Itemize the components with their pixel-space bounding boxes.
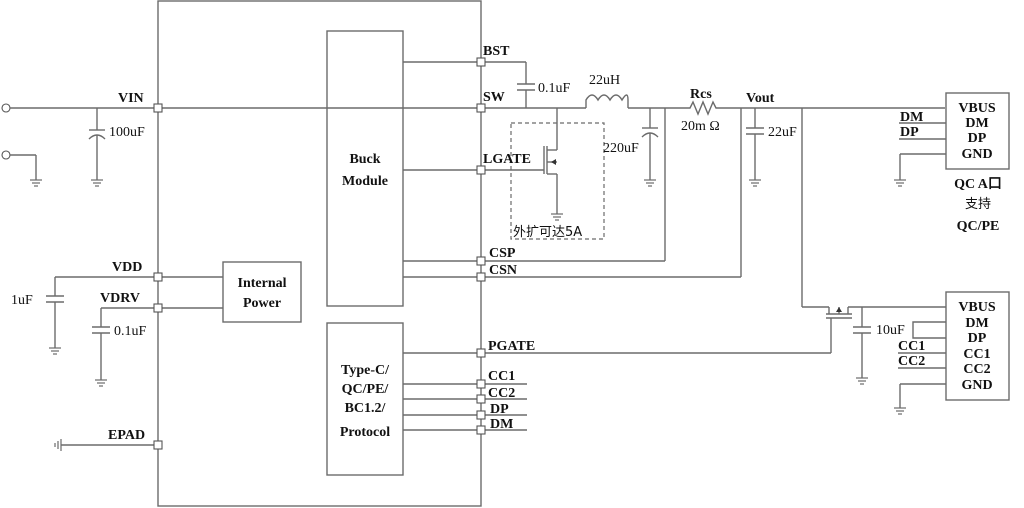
pin-sw (476, 103, 486, 113)
external-mosfet-note: 外扩可达5A (513, 225, 582, 240)
pin-epad (153, 440, 163, 450)
mosfet-arrow-icon (551, 159, 556, 165)
pin-vdrv-label: VDRV (100, 291, 140, 306)
pin-lgate (476, 165, 486, 175)
pmos-arrow-icon (836, 307, 842, 312)
rcs-value: 20m Ω (681, 119, 720, 134)
usb-c-wire-cc2: CC2 (898, 354, 925, 369)
pin-vdrv (153, 303, 163, 313)
inductor-icon (585, 94, 629, 108)
pin-dm-label: DM (490, 417, 513, 432)
usb-c-pin-cc2: CC2 (963, 362, 990, 377)
c-typec-value: 10uF (876, 323, 905, 338)
ground-icon (749, 179, 761, 187)
usb-a-caption-1: QC A口 (954, 177, 1002, 192)
ground-icon (54, 439, 62, 451)
usb-a-wire-dm: DM (900, 110, 923, 125)
pin-dp-label: DP (490, 402, 509, 417)
internal-power-block (222, 261, 302, 323)
pin-pgate (476, 348, 486, 358)
rcs-name: Rcs (690, 87, 712, 102)
external-mosfet-area (510, 122, 605, 240)
usb-a-caption-2: 支持 (965, 197, 991, 212)
pin-cc2 (476, 394, 486, 404)
ground-icon (91, 179, 103, 187)
usb-c-pin-cc1: CC1 (963, 347, 990, 362)
pin-vin-label: VIN (118, 91, 144, 106)
c-bst-value: 0.1uF (538, 81, 571, 96)
inductor-value: 22uH (589, 73, 620, 88)
usb-c-pin-gnd: GND (961, 378, 992, 393)
gnd-terminal (1, 150, 11, 160)
usb-a-connector (945, 92, 1010, 170)
ground-icon (30, 179, 42, 187)
ground-icon (894, 179, 906, 187)
pin-cc2-label: CC2 (488, 386, 515, 401)
pin-csn (476, 272, 486, 282)
protocol-block (326, 322, 404, 476)
c-vdrv-value: 0.1uF (114, 324, 147, 339)
ground-icon (894, 407, 906, 415)
pin-sw-label: SW (483, 90, 505, 105)
vout-label: Vout (746, 91, 775, 106)
buck-module-label-1: Buck (349, 152, 380, 167)
pin-csn-label: CSN (489, 263, 517, 278)
pin-cc1 (476, 379, 486, 389)
pin-vdd-label: VDD (112, 260, 142, 275)
pin-csp-label: CSP (489, 246, 516, 261)
c-out1-value: 220uF (603, 141, 639, 156)
usb-a-caption-3: QC/PE (957, 219, 1000, 234)
usb-a-wire-dp: DP (900, 125, 919, 140)
c-vin-value: 100uF (109, 125, 145, 140)
pin-bst (476, 57, 486, 67)
usb-a-pin-dm: DM (965, 116, 988, 131)
buck-module-label-2: Module (342, 174, 388, 189)
pin-pgate-label: PGATE (488, 339, 535, 354)
usb-c-pin-dm: DM (965, 316, 988, 331)
pin-vin (153, 103, 163, 113)
protocol-label-1: Type-C/ (341, 363, 390, 378)
ground-icon (644, 179, 656, 187)
protocol-label-4: Protocol (340, 425, 390, 440)
usb-c-pin-vbus: VBUS (958, 300, 996, 315)
pin-lgate-label: LGATE (483, 152, 531, 167)
c-vdd-value: 1uF (11, 293, 33, 308)
internal-power-label-1: Internal (238, 276, 287, 291)
usb-c-pin-dp: DP (968, 331, 987, 346)
pin-dm (476, 425, 486, 435)
protocol-label-2: QC/PE/ (342, 382, 390, 397)
ground-icon (551, 213, 563, 221)
usb-a-pin-dp: DP (968, 131, 987, 146)
usb-a-pin-vbus: VBUS (958, 101, 996, 116)
pin-bst-label: BST (483, 44, 510, 59)
protocol-label-3: BC1.2/ (345, 401, 387, 416)
pin-epad-label: EPAD (108, 428, 145, 443)
vin-terminal (1, 103, 11, 113)
resistor-icon (686, 100, 720, 116)
usb-c-connector (945, 291, 1010, 401)
pin-vdd (153, 272, 163, 282)
ground-icon (856, 377, 868, 385)
c-out2-value: 22uF (768, 125, 797, 140)
pin-csp (476, 256, 486, 266)
usb-c-wire-cc1: CC1 (898, 339, 925, 354)
pin-dp (476, 410, 486, 420)
ground-icon (49, 347, 61, 355)
usb-a-pin-gnd: GND (961, 147, 992, 162)
buck-module-block (326, 30, 404, 307)
ground-icon (95, 379, 107, 387)
internal-power-label-2: Power (243, 296, 281, 311)
ic-package (157, 0, 482, 507)
pin-cc1-label: CC1 (488, 369, 515, 384)
